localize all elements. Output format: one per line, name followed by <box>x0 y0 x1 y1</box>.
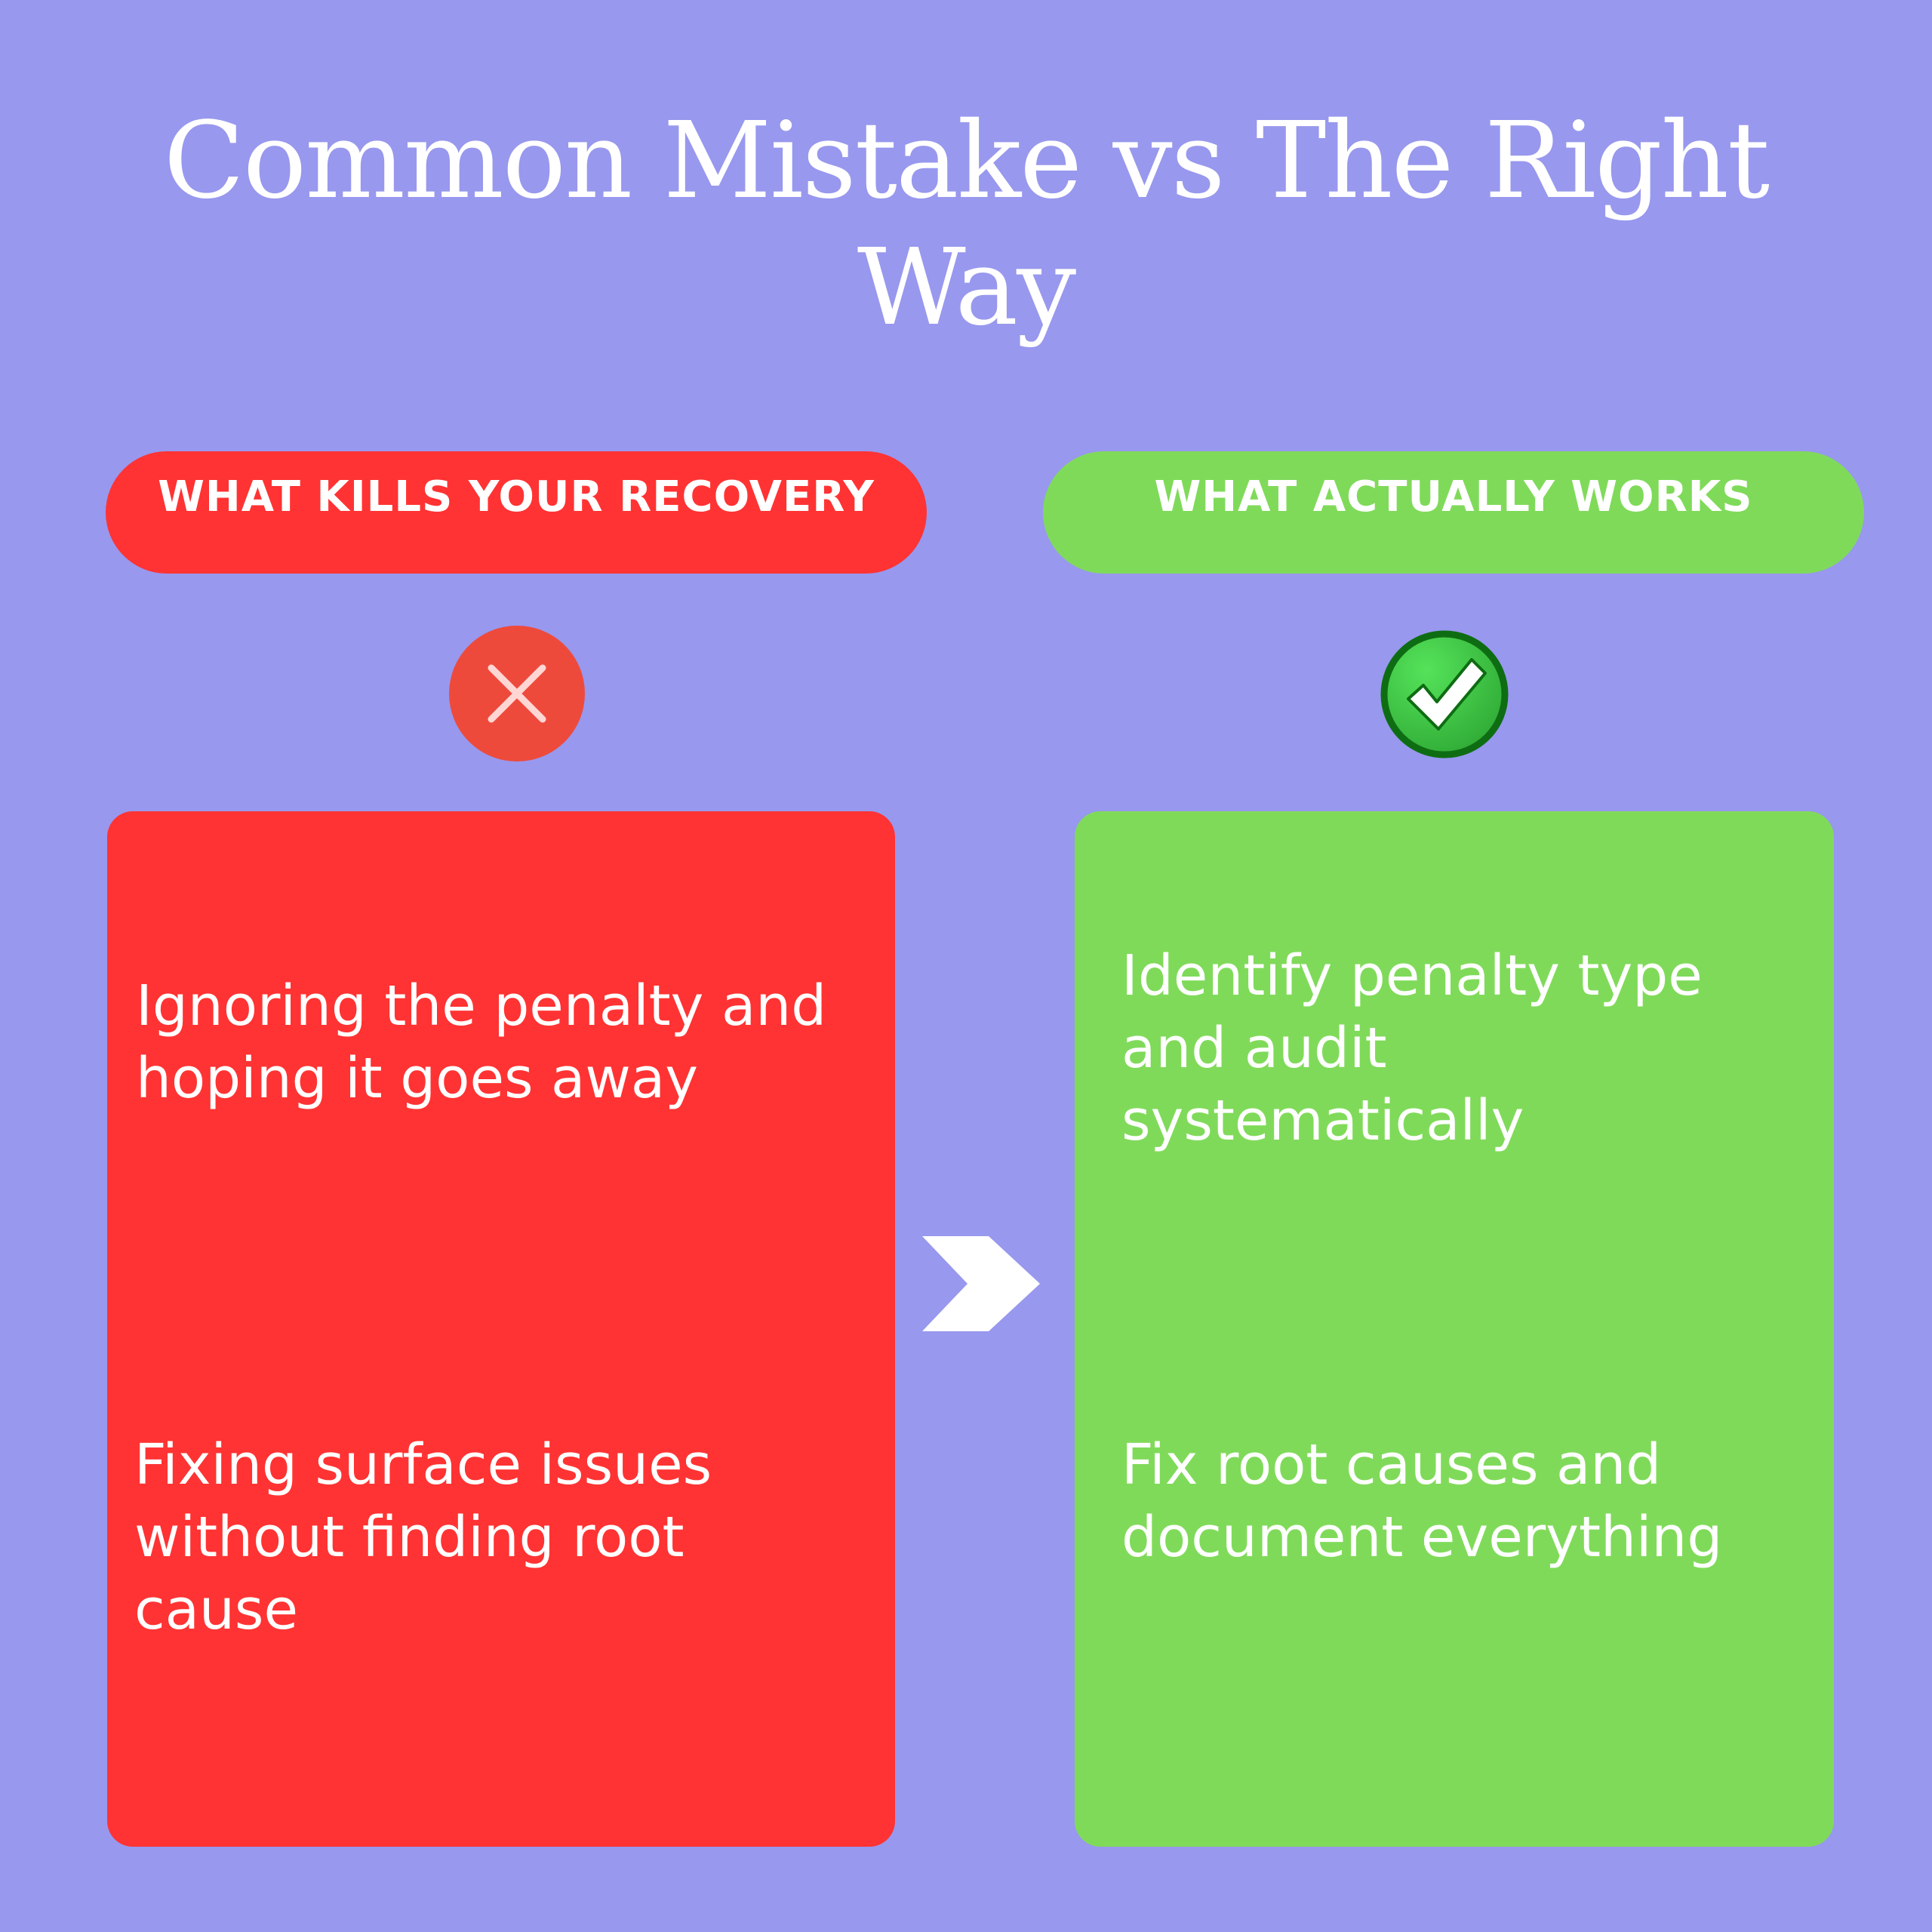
check-mark-icon <box>1380 630 1509 758</box>
mistake-item: Ignoring the penalty and hoping it goes … <box>136 974 827 1111</box>
right-way-heading: What actually works <box>1043 451 1864 574</box>
mistake-card: Ignoring the penalty and hoping it goes … <box>107 811 895 1847</box>
x-mark-icon <box>449 626 585 761</box>
right-way-card: Identify penalty type and audit systemat… <box>1075 811 1834 1847</box>
right-way-item: Identify penalty type and audit systemat… <box>1121 943 1703 1153</box>
chevron-right-icon <box>922 1236 1040 1331</box>
mistake-heading: What kills your recovery <box>106 451 927 574</box>
mistake-item: Fixing surface issues without finding ro… <box>134 1432 712 1642</box>
right-way-item: Fix root causes and document everything <box>1121 1432 1723 1570</box>
page-title: Common Mistake vs The Right Way <box>163 100 1770 349</box>
